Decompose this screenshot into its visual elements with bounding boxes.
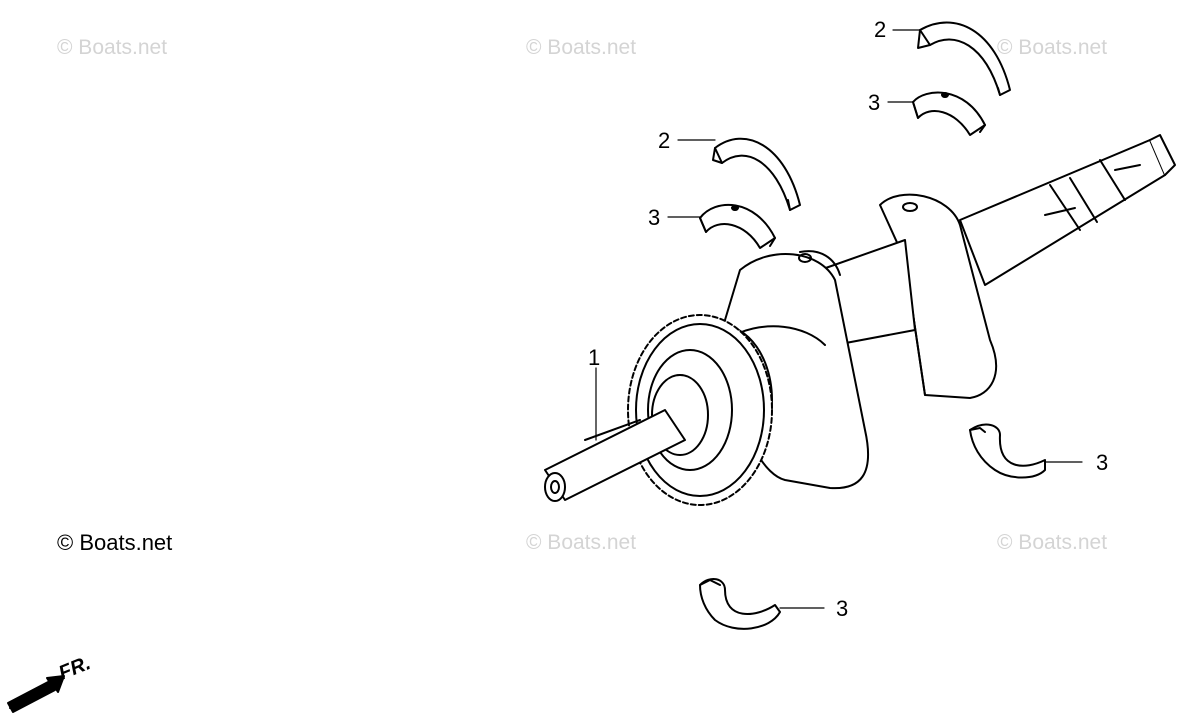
- callout-label: 3: [648, 205, 660, 230]
- front-direction-arrow-icon: [7, 675, 65, 713]
- watermark: © Boats.net: [57, 36, 168, 59]
- bearing-shell-upper-right[interactable]: [912, 91, 986, 136]
- callout-label: 3: [1096, 450, 1108, 475]
- watermark: © Boats.net: [997, 531, 1108, 554]
- bearing-shell-middle[interactable]: [699, 204, 776, 249]
- thrust-bearing-middle[interactable]: [712, 137, 801, 211]
- bearing-shell-bottom[interactable]: [699, 578, 781, 630]
- watermark: © Boats.net: [526, 36, 637, 59]
- crankshaft[interactable]: [544, 134, 1176, 506]
- bearing-shell-lower-right[interactable]: [969, 423, 1046, 479]
- callout-label: 3: [836, 596, 848, 621]
- watermark: © Boats.net: [997, 36, 1108, 59]
- callout-label: 2: [658, 128, 670, 153]
- callout-label: 1: [588, 345, 600, 370]
- callout-label: 3: [868, 90, 880, 115]
- watermark: © Boats.net: [526, 531, 637, 554]
- copyright-label: © Boats.net: [57, 530, 173, 555]
- thrust-bearing-upper-right[interactable]: [917, 21, 1011, 96]
- callout-label: 2: [874, 17, 886, 42]
- front-direction-label: FR.: [56, 652, 94, 684]
